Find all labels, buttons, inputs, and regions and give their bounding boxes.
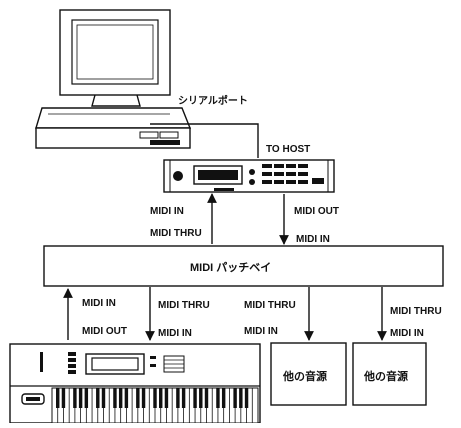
tg-midi-thru-label: MIDI THRU [150, 228, 202, 239]
patchbay-midi-in-top-label: MIDI IN [296, 234, 330, 245]
keyboard-synth-icon [10, 344, 260, 423]
computer-icon [36, 10, 190, 148]
tg-midi-in-label: MIDI IN [150, 206, 184, 217]
module1-thru-label: MIDI THRU [244, 300, 296, 311]
tone-generator-icon [164, 160, 334, 192]
patchbay-label: MIDI パッチベイ [190, 261, 271, 274]
serial-port-label: シリアルポート [178, 94, 248, 107]
kb-midi-out-label: MIDI OUT [82, 326, 127, 337]
module2-in-label: MIDI IN [390, 328, 424, 339]
kb-thru-label: MIDI THRU [158, 300, 210, 311]
module1-label: 他の音源 [282, 369, 327, 383]
module2-label: 他の音源 [363, 369, 408, 383]
kb-thru-in-label: MIDI IN [158, 328, 192, 339]
kb-midi-in-label: MIDI IN [82, 298, 116, 309]
tg-midi-out-label: MIDI OUT [294, 206, 339, 217]
module1-in-label: MIDI IN [244, 326, 278, 337]
module2-thru-label: MIDI THRU [390, 306, 442, 317]
to-host-label: TO HOST [266, 144, 310, 155]
